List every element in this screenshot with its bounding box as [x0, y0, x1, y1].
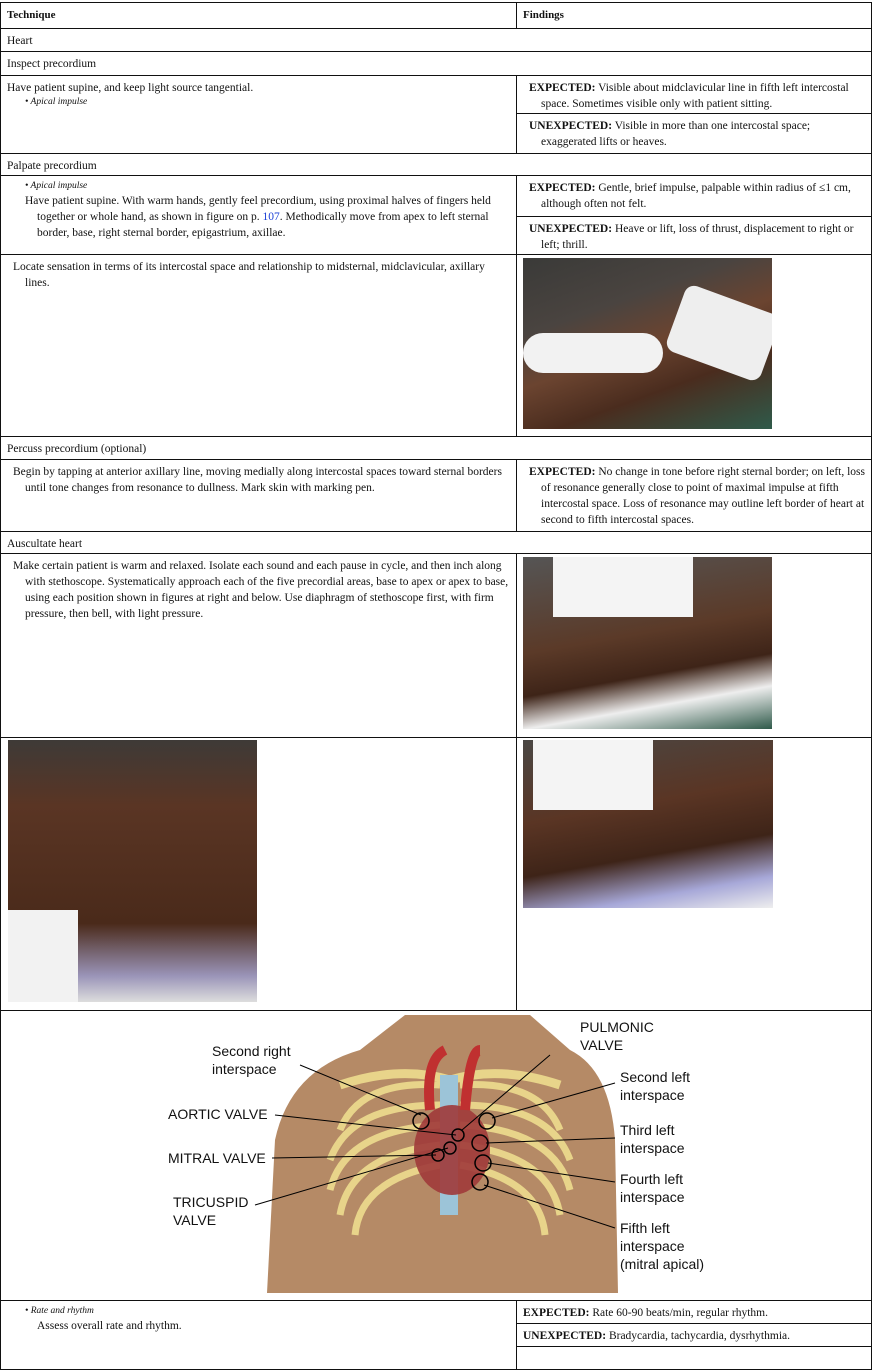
label-aortic: AORTIC VALVE: [168, 1106, 268, 1122]
rate-technique: • Rate and rhythm Assess overall rate an…: [0, 1300, 517, 1370]
leader-lines: [254, 1054, 616, 1229]
rate-text: Assess overall rate and rhythm.: [37, 1320, 182, 1332]
label-third-left: Third left interspace: [620, 1122, 685, 1156]
inspect-unexpected: UNEXPECTED: Visible in more than one int…: [516, 113, 872, 154]
section-heart: Heart: [0, 28, 872, 52]
label-fifth-left: Fifth left interspace (mitral apical): [620, 1220, 705, 1272]
rate-expected: EXPECTED: Rate 60-90 beats/min, regular …: [516, 1300, 872, 1324]
percuss-expected: EXPECTED: No change in tone before right…: [516, 459, 872, 532]
percuss-title: Percuss precordium (optional): [0, 436, 872, 460]
rate-empty-cell: [516, 1346, 872, 1370]
auscultate-technique: Make certain patient is warm and relaxed…: [0, 553, 517, 738]
palpate-expected: EXPECTED: Gentle, brief impulse, palpabl…: [516, 175, 872, 217]
percuss-technique: Begin by tapping at anterior axillary li…: [0, 459, 517, 532]
label-pulmonic: PULMONIC VALVE: [580, 1019, 654, 1053]
inspect-technique: Have patient supine, and keep light sour…: [0, 75, 517, 154]
inspect-text: Have patient supine, and keep light sour…: [7, 82, 254, 94]
label-tricuspid: TRICUSPID VALVE: [173, 1194, 249, 1228]
inspect-title: Inspect precordium: [0, 51, 872, 76]
palpate-title: Palpate precordium: [0, 153, 872, 176]
inspect-bullet: • Apical impulse: [25, 97, 88, 107]
label-fourth-left: Fourth left interspace: [620, 1171, 685, 1205]
auscultate-title: Auscultate heart: [0, 531, 872, 554]
rate-bullet: • Rate and rhythm: [25, 1306, 94, 1316]
label-mitral: MITRAL VALVE: [168, 1150, 266, 1166]
header-technique: Technique: [0, 2, 517, 29]
page-link[interactable]: 107: [262, 211, 280, 223]
auscultate-photo-lateral: [523, 740, 773, 908]
auscultate-photo-sitting: [8, 740, 257, 1002]
auscultate-photo-supine: [523, 557, 772, 729]
palpate-photo: [523, 258, 772, 429]
rate-unexpected: UNEXPECTED: Bradycardia, tachycardia, dy…: [516, 1323, 872, 1347]
heart: [414, 1105, 490, 1195]
palpate-unexpected: UNEXPECTED: Heave or lift, loss of thrus…: [516, 216, 872, 255]
palpate-technique: • Apical impulse Have patient supine. Wi…: [0, 175, 517, 255]
great-vessels: [424, 1045, 482, 1111]
palpate-bullet: • Apical impulse: [25, 181, 88, 191]
header-findings: Findings: [516, 2, 872, 29]
locate-text: Locate sensation in terms of its interco…: [0, 254, 517, 437]
label-second-left: Second left interspace: [620, 1069, 691, 1103]
precordial-areas-diagram: [254, 1015, 618, 1293]
label-second-right: Second right interspace: [212, 1043, 291, 1077]
inspect-expected: EXPECTED: Visible about midclavicular li…: [516, 75, 872, 114]
